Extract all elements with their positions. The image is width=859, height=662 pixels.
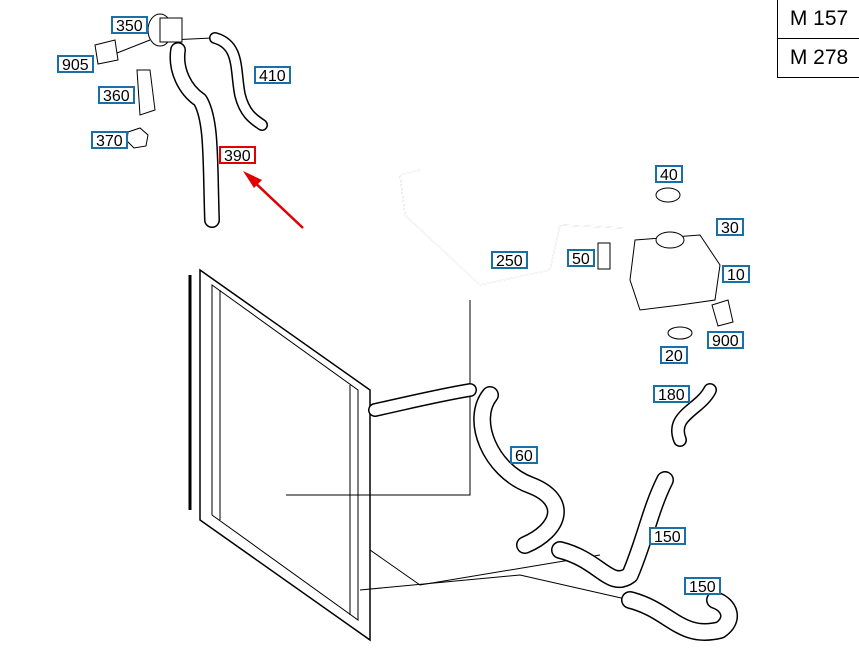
callout-10[interactable]: 10 bbox=[722, 265, 750, 284]
callout-50[interactable]: 50 bbox=[567, 249, 595, 268]
callout-250[interactable]: 250 bbox=[491, 251, 528, 270]
callout-905[interactable]: 905 bbox=[57, 55, 94, 74]
expansion-tank bbox=[597, 187, 734, 340]
leader-lines bbox=[111, 37, 631, 601]
callout-410[interactable]: 410 bbox=[254, 66, 291, 85]
callout-30[interactable]: 30 bbox=[716, 218, 744, 237]
callout-390-selected[interactable]: 390 bbox=[219, 146, 256, 165]
callout-20[interactable]: 20 bbox=[660, 346, 688, 365]
callout-180[interactable]: 180 bbox=[653, 385, 690, 404]
callout-900[interactable]: 900 bbox=[707, 331, 744, 350]
callout-150-lower[interactable]: 150 bbox=[684, 577, 721, 596]
radiator bbox=[188, 268, 371, 642]
hoses bbox=[169, 32, 738, 641]
highlight-arrow bbox=[243, 171, 304, 229]
callout-360[interactable]: 360 bbox=[98, 86, 135, 105]
pump bbox=[147, 13, 183, 47]
callout-40[interactable]: 40 bbox=[655, 165, 683, 184]
model-m278[interactable]: M 278 bbox=[778, 38, 859, 77]
model-m157[interactable]: M 157 bbox=[789, 7, 849, 30]
callout-350[interactable]: 350 bbox=[111, 16, 148, 35]
callout-60[interactable]: 60 bbox=[510, 446, 538, 465]
callout-150[interactable]: 150 bbox=[649, 527, 686, 546]
callout-370[interactable]: 370 bbox=[91, 131, 128, 150]
model-list: M 157 M 278 bbox=[777, 0, 859, 78]
